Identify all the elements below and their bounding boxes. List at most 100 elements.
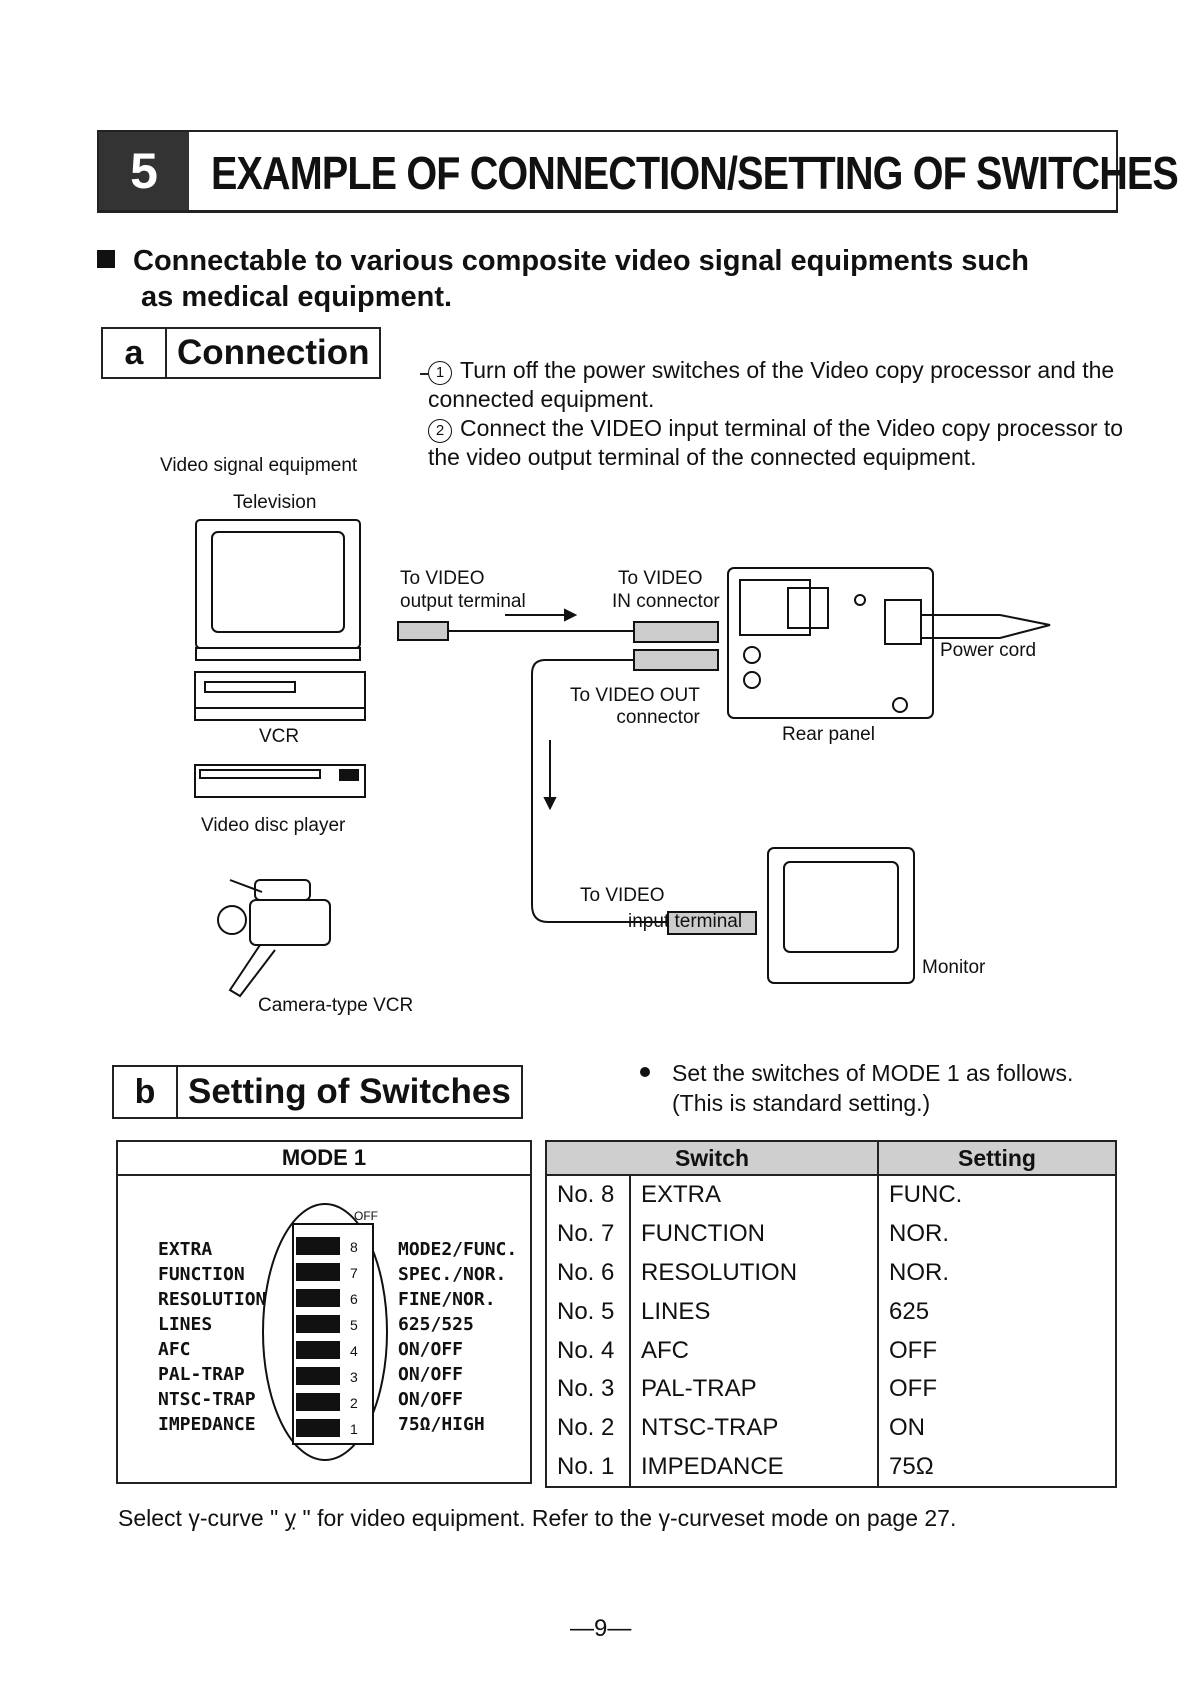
- mode1-panel: MODE 1 EXTRA FUNCTION RESOLUTION LINES A…: [116, 1140, 532, 1484]
- dip-number: 7: [350, 1265, 358, 1281]
- label-to-video-out: To VIDEO OUT connector: [570, 685, 700, 729]
- table-cell: IMPEDANCE: [629, 1447, 879, 1489]
- note-line-2: (This is standard setting.): [672, 1090, 931, 1116]
- label-line: output terminal: [400, 591, 526, 612]
- label-line: To VIDEO: [618, 568, 703, 589]
- column-header-setting: Setting: [877, 1140, 1117, 1176]
- section-number: 5: [99, 132, 189, 210]
- square-bullet-icon: [97, 250, 115, 268]
- settings-note: Set the switches of MODE 1 as follows. (…: [640, 1058, 1073, 1118]
- television-icon: [195, 519, 361, 661]
- section-header: 5 EXAMPLE OF CONNECTION/SETTING OF SWITC…: [97, 130, 1179, 213]
- label-to-video-input: To VIDEO input terminal: [580, 883, 742, 935]
- table-cell: AFC: [629, 1331, 879, 1370]
- dip-number: 5: [350, 1317, 358, 1333]
- table-cell: LINES: [629, 1292, 879, 1332]
- footnote: Select γ-curve " ỵ " for video equipment…: [118, 1505, 957, 1531]
- dip-number: 4: [350, 1343, 358, 1359]
- subsection-a-heading: a Connection: [101, 327, 382, 379]
- page-number: —9—: [570, 1615, 632, 1642]
- dip-label: AFC: [158, 1339, 191, 1360]
- step-number-circle: 1: [428, 361, 452, 385]
- dip-value: FINE/NOR.: [398, 1289, 496, 1310]
- column-header-switch: Switch: [545, 1140, 879, 1176]
- bnc-plug-icon: [397, 621, 642, 641]
- label-power-cord: Power cord: [940, 640, 1037, 661]
- note-line-1: Set the switches of MODE 1 as follows.: [672, 1060, 1074, 1086]
- dip-number: 2: [350, 1395, 358, 1411]
- table-cell: No. 4: [545, 1331, 631, 1370]
- label-line: connector: [616, 707, 700, 728]
- dip-number: 6: [350, 1291, 358, 1307]
- dip-switch-graphic: 8 7 6 5 4 3 2 1 OFF: [262, 1203, 388, 1461]
- table-cell: NOR.: [877, 1253, 1117, 1293]
- lead-line-1: Connectable to various composite video s…: [133, 245, 1029, 277]
- bullet-icon: [640, 1067, 650, 1077]
- table-cell: 75Ω: [877, 1447, 1117, 1489]
- table-cell: NTSC-TRAP: [629, 1408, 879, 1448]
- label-television: Television: [233, 492, 317, 513]
- table-cell: No. 5: [545, 1292, 631, 1332]
- step-1-text: Turn off the power switches of the Video…: [428, 357, 1115, 412]
- table-cell: No. 2: [545, 1408, 631, 1448]
- dip-value: 625/525: [398, 1314, 474, 1335]
- subsection-b-heading: b Setting of Switches: [112, 1065, 523, 1119]
- table-header-row: Switch Setting: [545, 1140, 1117, 1176]
- dip-number: 8: [350, 1239, 358, 1255]
- table-cell: OFF: [877, 1369, 1117, 1409]
- subsection-title: Connection: [177, 333, 370, 372]
- label-line: IN connector: [612, 591, 720, 612]
- dip-switch-labels: EXTRA FUNCTION RESOLUTION LINES AFC PAL-…: [158, 1237, 266, 1437]
- table-cell: 625: [877, 1292, 1117, 1332]
- monitor-icon: [667, 847, 915, 984]
- dip-label: NTSC-TRAP: [158, 1389, 256, 1410]
- heading-rule: [420, 373, 428, 375]
- dip-label: IMPEDANCE: [158, 1414, 256, 1435]
- dip-label: LINES: [158, 1314, 213, 1335]
- label-to-video-output: To VIDEO output terminal: [400, 567, 526, 613]
- bnc-connector-icon: [633, 621, 719, 643]
- dip-value: 75Ω/HIGH: [398, 1414, 485, 1435]
- table-cell: EXTRA: [629, 1175, 879, 1215]
- label-line: input terminal: [628, 911, 743, 932]
- label-monitor: Monitor: [922, 957, 986, 978]
- lead-line-2: as medical equipment.: [141, 281, 453, 313]
- connection-diagram: [194, 519, 1051, 998]
- dip-value: ON/OFF: [398, 1364, 464, 1385]
- step-number-circle: 2: [428, 419, 452, 443]
- dip-value: SPEC./NOR.: [398, 1264, 507, 1285]
- label-camera-type-vcr: Camera-type VCR: [258, 995, 414, 1016]
- rear-panel-icon: [727, 567, 934, 719]
- table-cell: ON: [877, 1408, 1117, 1448]
- subsection-letter: b: [114, 1067, 178, 1117]
- label-rear-panel: Rear panel: [782, 724, 875, 745]
- step-2-text: Connect the VIDEO input terminal of the …: [428, 415, 1124, 470]
- label-line: To VIDEO OUT: [570, 685, 700, 706]
- table-cell: No. 3: [545, 1369, 631, 1409]
- table-cell: OFF: [877, 1331, 1117, 1370]
- dip-number: 1: [350, 1421, 358, 1437]
- label-video-signal-equipment: Video signal equipment: [160, 455, 358, 476]
- dip-value: MODE2/FUNC.: [398, 1239, 518, 1260]
- label-line: To VIDEO: [580, 885, 665, 906]
- camcorder-icon: [217, 879, 331, 998]
- table-cell: RESOLUTION: [629, 1253, 879, 1293]
- label-line: To VIDEO: [400, 568, 485, 589]
- dip-number: 3: [350, 1369, 358, 1385]
- video-disc-player-icon: [194, 764, 366, 798]
- table-cell: No. 8: [545, 1175, 631, 1215]
- dip-value: ON/OFF: [398, 1339, 464, 1360]
- dip-value: ON/OFF: [398, 1389, 464, 1410]
- lead-paragraph: Connectable to various composite video s…: [97, 243, 1127, 315]
- mode1-title: MODE 1: [118, 1142, 530, 1176]
